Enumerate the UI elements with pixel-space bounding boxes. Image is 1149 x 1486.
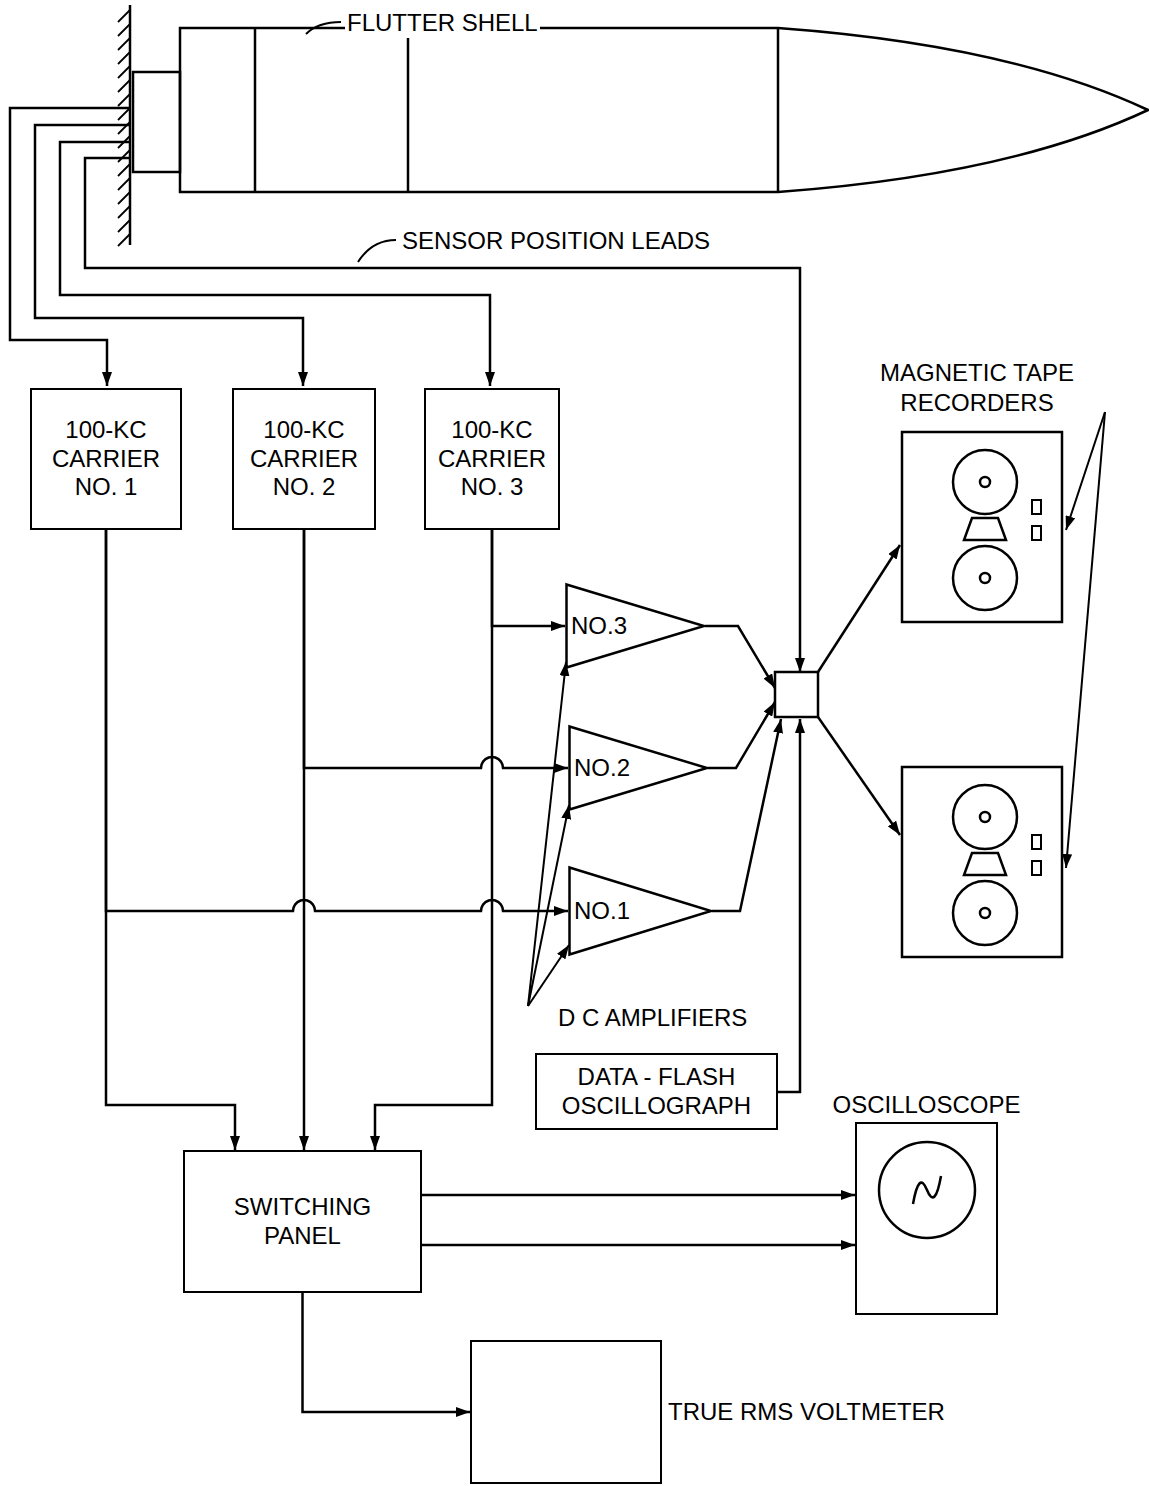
- leader-line: [358, 240, 396, 262]
- leader-line: [528, 945, 569, 1006]
- signal-connector: [375, 530, 492, 1150]
- dc-amplifier: NO.1: [568, 866, 712, 956]
- leader-line: [306, 22, 341, 34]
- wall-hatching: [118, 10, 130, 246]
- sensor-lead: [60, 142, 490, 386]
- signal-wire: [712, 719, 781, 911]
- leader-line: [528, 805, 569, 1006]
- signal-wire: [708, 702, 775, 768]
- box-label: NO.2: [574, 754, 630, 783]
- oscillograph-box: DATA - FLASH OSCILLOGRAPH: [535, 1053, 778, 1130]
- shell-section: [777, 28, 780, 192]
- signal-wire: [778, 719, 800, 1092]
- sensor-lead: [10, 108, 130, 386]
- signal-connector: [492, 530, 565, 626]
- box-label: DATA - FLASH OSCILLOGRAPH: [544, 1063, 769, 1121]
- sensor-lead: [35, 125, 303, 386]
- signal-wire: [818, 717, 900, 835]
- shell-mount: [133, 72, 180, 172]
- signal-connector: [422, 1244, 855, 1247]
- signal-connector: [303, 530, 306, 1150]
- box-label: 100-KC CARRIER NO. 3: [432, 416, 552, 502]
- junction-box: [775, 672, 818, 717]
- leader-line: [528, 662, 566, 1006]
- box-label: NO.1: [574, 897, 630, 926]
- part-name: FLUTTER SHELL: [345, 8, 540, 38]
- signal-connector: [106, 530, 235, 1150]
- flutter-shell: [180, 28, 1148, 192]
- tape-recorder: [902, 432, 1062, 622]
- signal-wire: [705, 626, 775, 688]
- signal-connector: [106, 530, 568, 911]
- signal-connector: [303, 1293, 471, 1412]
- signal-connector: [422, 1194, 855, 1197]
- scope-screen: [857, 1124, 996, 1313]
- dc-amplifier: NO.2: [568, 725, 708, 811]
- carrier-box: 100-KC CARRIER NO. 2: [232, 388, 376, 530]
- box-label: TRUE RMS VOLTMETER: [668, 1398, 945, 1427]
- part-name: SENSOR POSITION LEADS: [400, 226, 712, 256]
- tape-recorder: [902, 767, 1062, 957]
- box-label: SWITCHING PANEL: [215, 1193, 390, 1251]
- rms-voltmeter: TRUE RMS VOLTMETER: [470, 1340, 662, 1484]
- box-label: 100-KC CARRIER NO. 1: [38, 416, 174, 502]
- box-label: NO.3: [571, 612, 627, 641]
- box-label: 100-KC CARRIER NO. 2: [240, 416, 368, 502]
- leader-line: [1066, 412, 1105, 868]
- part-name: D C AMPLIFIERS: [556, 1003, 749, 1033]
- signal-wire: [818, 545, 900, 672]
- dc-amplifier: NO.3: [565, 583, 705, 669]
- carrier-box: 100-KC CARRIER NO. 1: [30, 388, 182, 530]
- box-label: OSCILLOSCOPE: [832, 1091, 1020, 1120]
- signal-connector: [304, 530, 568, 768]
- carrier-box: 100-KC CARRIER NO. 3: [424, 388, 560, 530]
- sensor-lead: [85, 158, 800, 672]
- shell-section: [254, 28, 257, 192]
- part-name: MAGNETIC TAPE RECORDERS: [860, 358, 1094, 418]
- shell-section: [407, 28, 410, 192]
- switching-panel: SWITCHING PANEL: [183, 1150, 422, 1293]
- oscilloscope: OSCILLOSCOPE: [855, 1122, 998, 1315]
